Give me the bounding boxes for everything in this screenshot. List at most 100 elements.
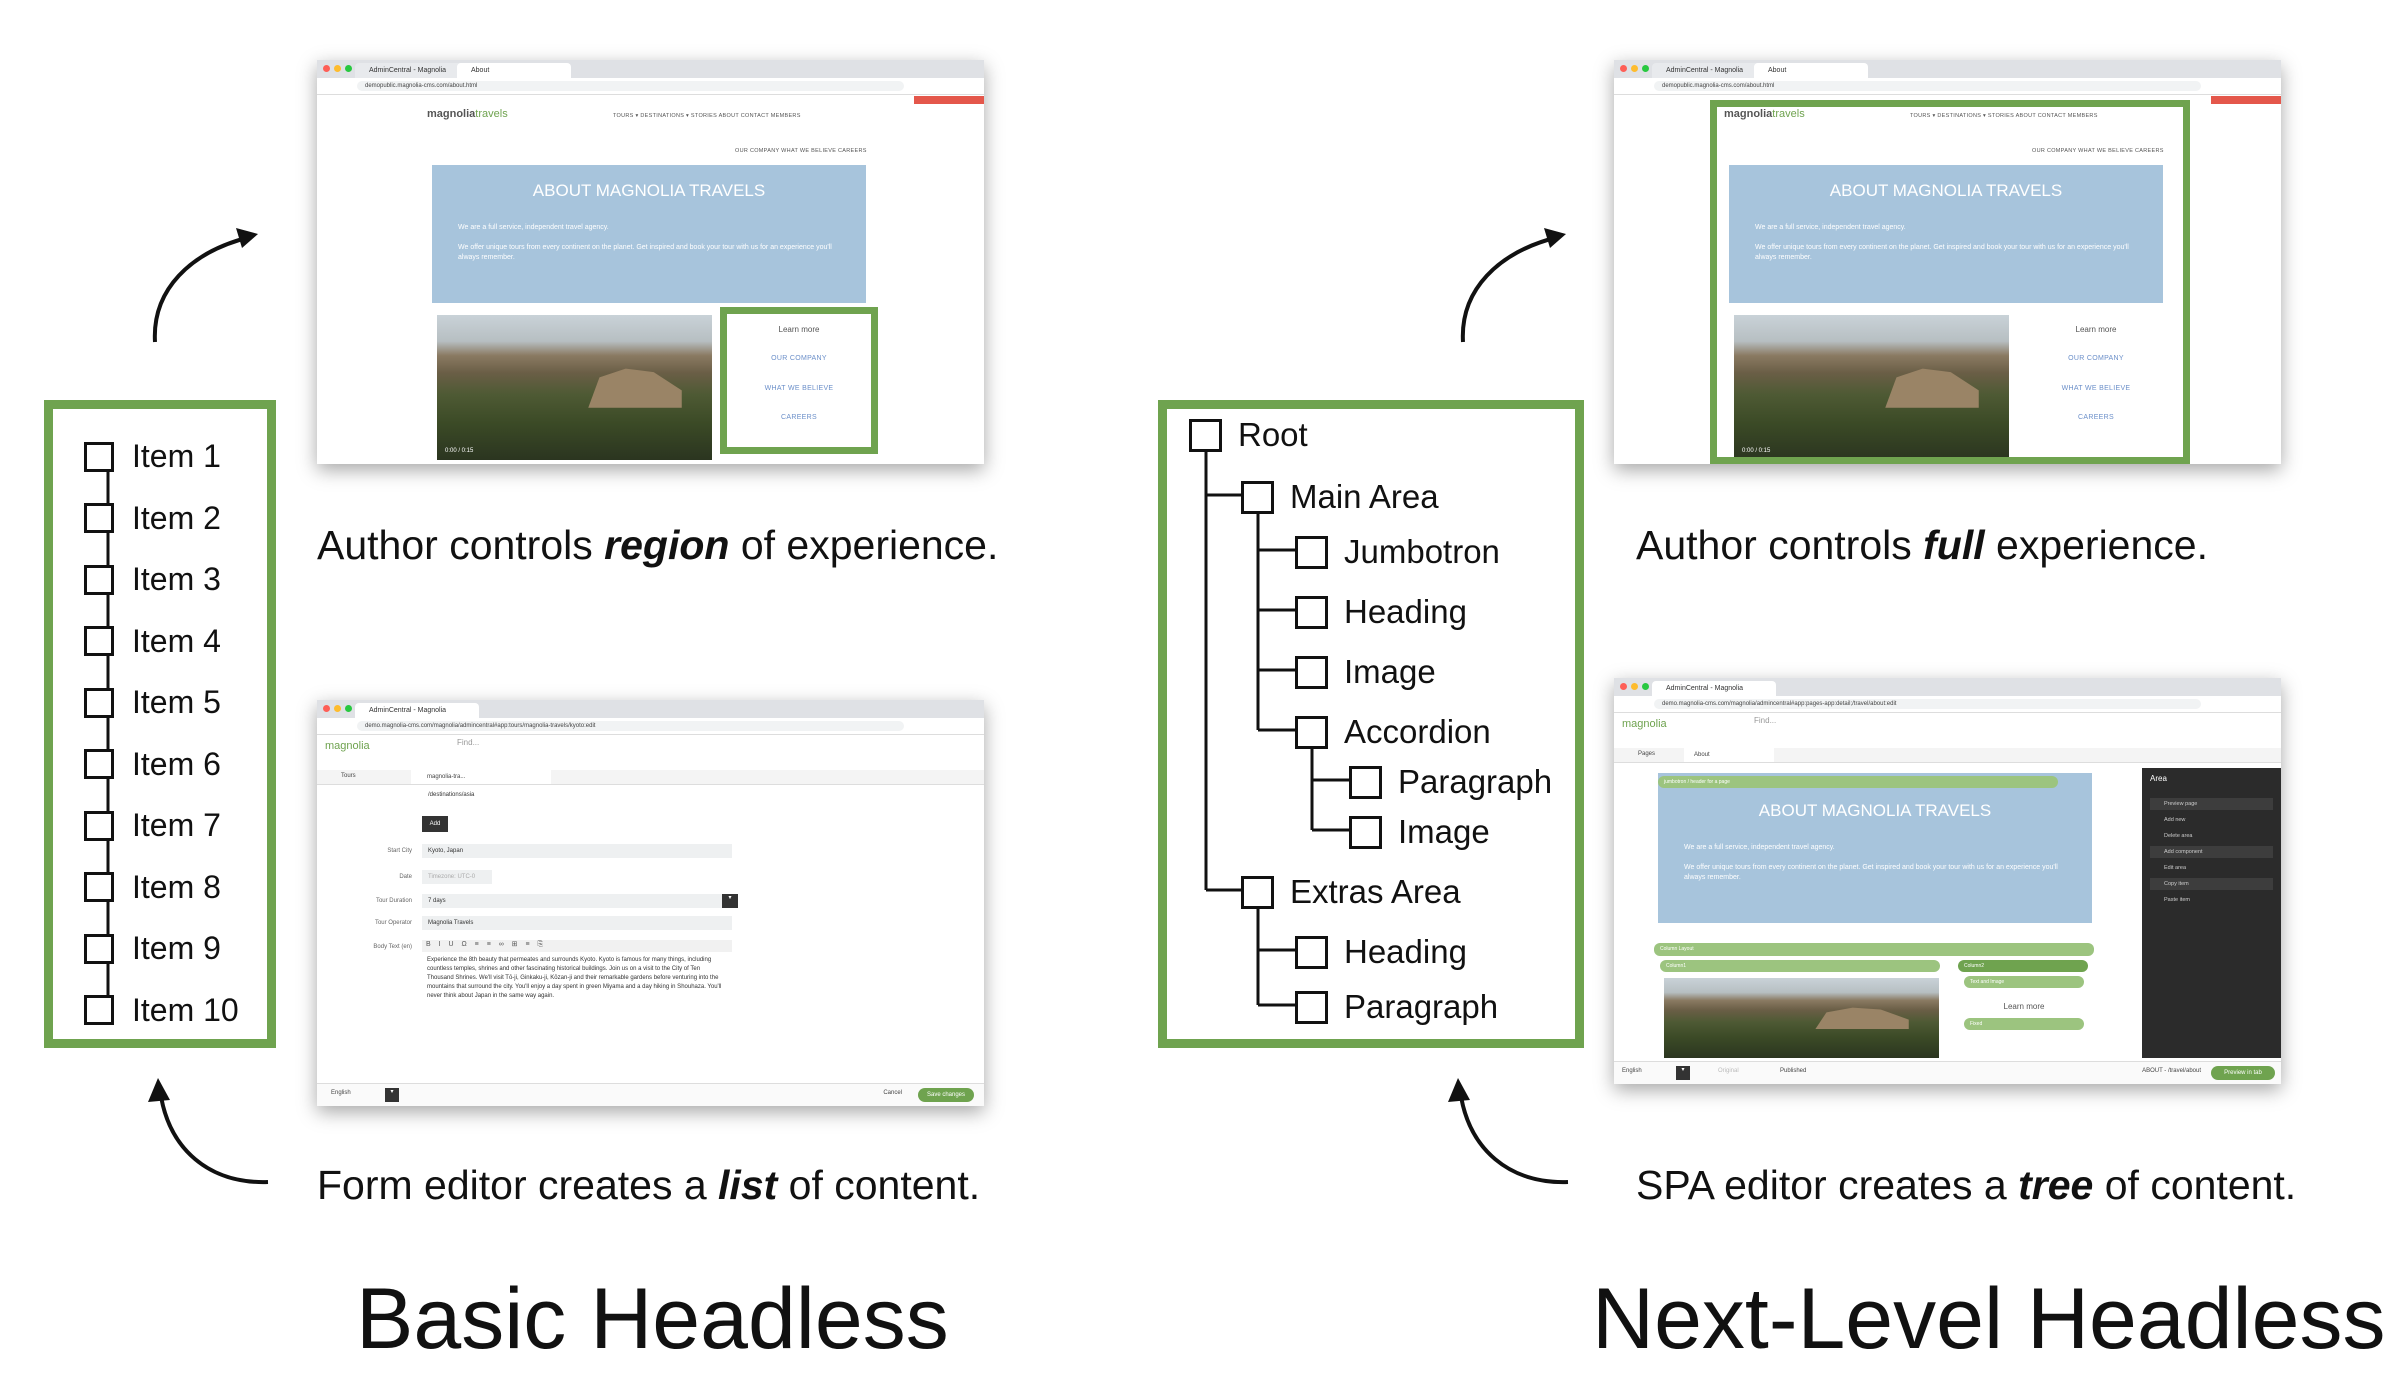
hero-paragraph-2: We offer unique tours from every contine…	[458, 244, 832, 261]
site-sub-nav[interactable]: OUR COMPANY WHAT WE BELIEVE CAREERS	[2032, 148, 2164, 154]
add-button[interactable]: Add	[422, 816, 448, 832]
tree-node-extras-area: Extras Area	[1241, 873, 1461, 911]
link-careers[interactable]: CAREERS	[781, 414, 817, 421]
site-logo[interactable]: magnoliatravels	[1724, 108, 1805, 120]
site-main-nav[interactable]: TOURS ▾ DESTINATIONS ▾ STORIES ABOUT CON…	[1910, 113, 2098, 119]
hero-title: ABOUT MAGNOLIA TRAVELS	[1829, 181, 2063, 200]
preview-in-tab-button[interactable]: Preview in tab	[2211, 1066, 2275, 1080]
tree-connector-lines	[1204, 450, 1349, 1007]
text-image-bar[interactable]: Text and Image	[1964, 976, 2084, 988]
form-editor-screenshot: AdminCentral - Magnolia demo.magnolia-cm…	[317, 700, 984, 1106]
find-field[interactable]: Find...	[1754, 716, 1777, 725]
browser-tab-bar: AdminCentral - Magnolia	[1614, 678, 2281, 696]
panel-action-item[interactable]: Add new	[2164, 817, 2186, 823]
url-field[interactable]: demo.magnolia-cms.com/magnolia/admincent…	[1654, 699, 2201, 709]
hero-title: ABOUT MAGNOLIA TRAVELS	[1758, 801, 1992, 820]
learn-more-heading: Learn more	[2003, 1002, 2045, 1011]
url-field[interactable]: demopublic.magnolia-cms.com/about.html	[357, 81, 904, 91]
date-field[interactable]: Timezone: UTC-0	[422, 870, 492, 884]
language-select[interactable]: English	[331, 1090, 351, 1096]
tree-node-image1: Image	[1295, 653, 1436, 691]
panel-action-item[interactable]: Preview page	[2150, 798, 2273, 810]
publish-status: Published	[1780, 1068, 1807, 1074]
spa-editor-screenshot: AdminCentral - Magnolia demo.magnolia-cm…	[1614, 678, 2281, 1084]
cancel-button[interactable]: Cancel	[883, 1090, 902, 1096]
link-our-company[interactable]: OUR COMPANY	[2068, 355, 2124, 362]
magnolia-logo[interactable]: magnolia	[325, 740, 370, 752]
hero-paragraph-2: We offer unique tours from every contine…	[1755, 244, 2129, 261]
fixed-bar[interactable]: Fixed	[1964, 1018, 2084, 1030]
site-main-nav[interactable]: TOURS ▾ DESTINATIONS ▾ STORIES ABOUT CON…	[613, 113, 801, 119]
checkbox-square-icon	[84, 995, 114, 1025]
tab-tours[interactable]: Tours	[341, 773, 356, 779]
list-item-label: Item 4	[132, 622, 221, 659]
column2-bar[interactable]: Column2	[1958, 960, 2088, 972]
checkbox-square-icon	[1241, 875, 1274, 909]
canyon-video[interactable]: 0:00 / 0:15	[1734, 315, 2009, 460]
browser-tab[interactable]: AdminCentral - Magnolia	[1652, 63, 1766, 78]
checkbox-square-icon	[1349, 765, 1382, 799]
list-item-label: Item 10	[132, 991, 239, 1028]
content-list-box	[44, 400, 276, 1048]
browser-tab-active[interactable]: AdminCentral - Magnolia	[355, 703, 479, 718]
body-text-editor[interactable]: Experience the 8th beauty that permeates…	[427, 957, 722, 999]
link-what-we-believe[interactable]: WHAT WE BELIEVE	[764, 385, 834, 392]
start-city-field[interactable]: Kyoto, Japan	[422, 844, 732, 858]
duration-dropdown-icon[interactable]: ▾	[722, 894, 738, 908]
browser-tab-active[interactable]: About	[1754, 63, 1868, 78]
language-select[interactable]: English	[1622, 1068, 1642, 1074]
list-item: Item 3	[84, 561, 221, 598]
tab-edit[interactable]: magnolia-tra...	[411, 770, 551, 784]
list-item: Item 7	[84, 807, 221, 844]
tree-node-label: Root	[1238, 416, 1308, 453]
checkbox-square-icon	[1295, 935, 1328, 969]
url-field[interactable]: demopublic.magnolia-cms.com/about.html	[1654, 81, 2201, 91]
site-logo[interactable]: magnoliatravels	[427, 108, 508, 120]
destination-field[interactable]: /destinations/asia	[422, 788, 712, 802]
magnolia-logo[interactable]: magnolia	[1622, 718, 1667, 730]
tour-operator-field[interactable]: Magnolia Travels	[422, 916, 732, 930]
panel-action-item[interactable]: Paste item	[2164, 897, 2190, 903]
find-field[interactable]: Find...	[457, 738, 480, 747]
browser-tab-active[interactable]: About	[457, 63, 571, 78]
panel-action-item[interactable]: Add component	[2150, 846, 2273, 858]
tree-node-label: Paragraph	[1398, 763, 1553, 800]
hero-banner-preview[interactable]: ABOUT MAGNOLIA TRAVELS We are a full ser…	[1658, 773, 2092, 923]
link-careers[interactable]: CAREERS	[2078, 414, 2114, 421]
save-changes-button[interactable]: Save changes	[918, 1088, 974, 1102]
list-item-label: Item 2	[132, 499, 221, 536]
canyon-video[interactable]: 0:00 / 0:15	[437, 315, 712, 460]
column-layout-bar[interactable]: Column Layout	[1654, 943, 2094, 956]
jumbotron-area-bar[interactable]: jumbotron / header for a page	[1658, 776, 2058, 788]
panel-action-item[interactable]: Delete area	[2164, 833, 2193, 839]
language-dropdown-icon[interactable]: ▾	[385, 1088, 399, 1102]
link-what-we-believe[interactable]: WHAT WE BELIEVE	[2061, 385, 2131, 392]
curved-arrow-up-right	[1460, 228, 1566, 343]
hero-banner: ABOUT MAGNOLIA TRAVELS We are a full ser…	[1729, 165, 2163, 303]
url-field[interactable]: demo.magnolia-cms.com/magnolia/admincent…	[357, 721, 904, 731]
original-select[interactable]: Original	[1718, 1068, 1739, 1074]
curved-arrow-up-from-caption	[1448, 1078, 1569, 1185]
link-our-company[interactable]: OUR COMPANY	[771, 355, 827, 362]
browser-url-bar: demopublic.magnolia-cms.com/about.html	[317, 78, 984, 95]
site-sub-nav[interactable]: OUR COMPANY WHAT WE BELIEVE CAREERS	[735, 148, 867, 154]
tab-pages[interactable]: Pages	[1638, 751, 1656, 757]
panel-action-item[interactable]: Edit area	[2164, 865, 2187, 871]
language-dropdown-icon[interactable]: ▾	[1676, 1066, 1690, 1080]
list-item-label: Item 7	[132, 807, 221, 843]
browser-tab-active[interactable]: AdminCentral - Magnolia	[1652, 681, 1776, 696]
tree-node-label: Accordion	[1344, 713, 1491, 750]
tree-node-label: Heading	[1344, 593, 1467, 630]
curved-arrow-up-from-caption	[148, 1078, 269, 1185]
list-item: Item 9	[84, 930, 221, 967]
rich-text-toolbar[interactable]: B I U Ω ≡ ≡ ∞ ⊞ ≡ ⎘	[422, 940, 732, 952]
learn-more-heading: Learn more	[2075, 325, 2117, 334]
panel-action-item[interactable]: Copy item	[2150, 878, 2273, 890]
red-banner	[914, 96, 984, 104]
canyon-image[interactable]	[1664, 978, 1939, 1058]
browser-tab[interactable]: AdminCentral - Magnolia	[355, 63, 469, 78]
list-item: Item 2	[84, 500, 221, 537]
tab-about[interactable]: About	[1684, 748, 1774, 762]
tour-duration-select[interactable]: 7 days	[422, 894, 722, 908]
column1-bar[interactable]: Column1	[1660, 960, 1940, 972]
